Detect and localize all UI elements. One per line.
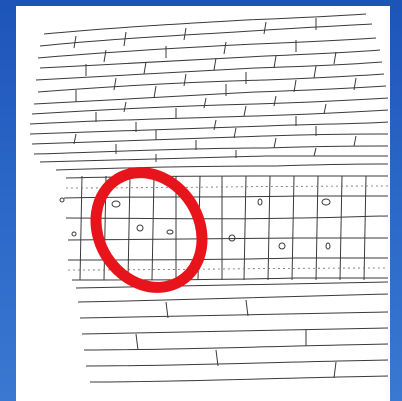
lower-elongated-cells [76,282,388,382]
cell-tissue-drawing [16,6,390,401]
illustration-panel [16,6,390,401]
dotted-walls [66,186,388,270]
fiber-layer [30,14,388,170]
